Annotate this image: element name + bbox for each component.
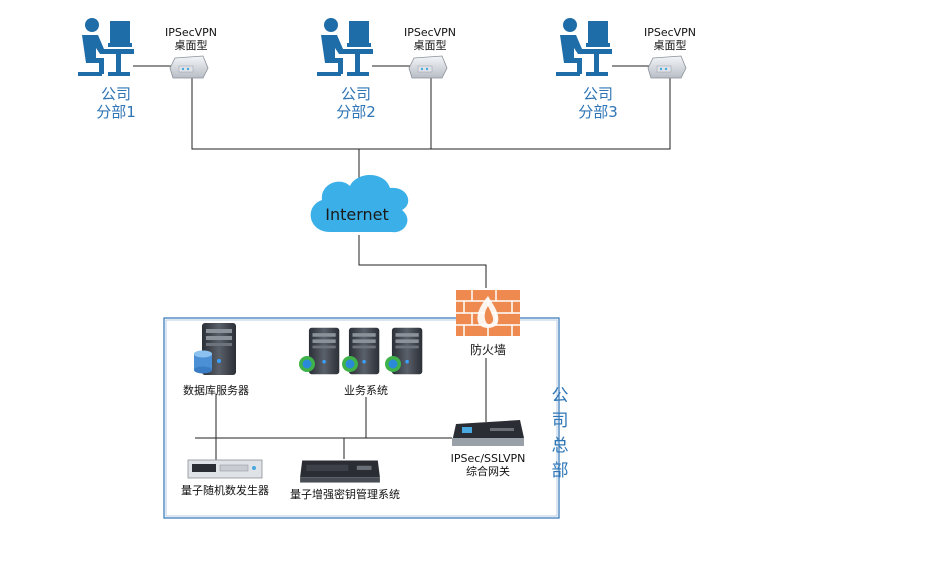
branch1-vpn-label: IPSecVPN 桌面型 bbox=[160, 26, 222, 52]
branch2-vpn-label-line1: IPSecVPN bbox=[403, 26, 457, 39]
vpn-gateway-label-line2: 综合网关 bbox=[466, 465, 510, 478]
branch1-vpn-device-icon bbox=[169, 55, 209, 79]
headquarters-label: 公 司 总 部 bbox=[548, 384, 572, 484]
branch2-vpn-device-icon bbox=[408, 55, 448, 79]
headquarters-frame bbox=[163, 317, 560, 519]
branch1-label: 公司 分部1 bbox=[81, 85, 151, 121]
branch1-label-line2: 分部1 bbox=[96, 103, 136, 121]
headquarters-label-char: 司 bbox=[551, 411, 569, 431]
branch1-vpn-label-line1: IPSecVPN bbox=[164, 26, 218, 39]
branch1-label-line1: 公司 bbox=[100, 85, 131, 103]
branch2-vpn-label-line2: 桌面型 bbox=[413, 39, 447, 52]
branch2-label-line1: 公司 bbox=[340, 85, 371, 103]
branch2-label: 公司 分部2 bbox=[321, 85, 391, 121]
link-internet-to-firewall bbox=[358, 235, 487, 288]
branch1-person-icon bbox=[78, 18, 134, 76]
database-server-icon bbox=[194, 323, 236, 375]
branch2-label-line2: 分部2 bbox=[336, 103, 376, 121]
headquarters-label-char: 总 bbox=[551, 436, 569, 456]
branch3-vpn-label-line1: IPSecVPN bbox=[643, 26, 697, 39]
internet-label: Internet bbox=[325, 205, 389, 224]
branch3-label-line1: 公司 bbox=[582, 85, 613, 103]
branch3-vpn-label: IPSecVPN 桌面型 bbox=[639, 26, 701, 52]
branch3-label: 公司 分部3 bbox=[563, 85, 633, 121]
branch3-person-icon bbox=[556, 18, 612, 76]
internet-cloud-icon bbox=[310, 175, 409, 233]
database-server-label: 数据库服务器 bbox=[183, 384, 249, 397]
branch1-vpn-label-line2: 桌面型 bbox=[174, 39, 208, 52]
firewall-icon bbox=[456, 290, 520, 336]
headquarters-label-char: 公 bbox=[551, 386, 569, 406]
branch3-vpn-label-line2: 桌面型 bbox=[653, 39, 687, 52]
firewall-label: 防火墙 bbox=[469, 343, 506, 357]
vpn-gateway-label-line1: IPSec/SSLVPN bbox=[450, 452, 526, 465]
quantum-rng-label: 量子随机数发生器 bbox=[181, 484, 269, 497]
quantum-rng-icon bbox=[187, 459, 263, 479]
quantum-key-management-label: 量子增强密钥管理系统 bbox=[290, 488, 400, 501]
business-system-label: 业务系统 bbox=[344, 384, 388, 397]
branch2-vpn-label: IPSecVPN 桌面型 bbox=[399, 26, 461, 52]
branch3-vpn-device-icon bbox=[647, 55, 687, 79]
vpn-gateway-icon bbox=[452, 420, 524, 446]
vpn-gateway-label: IPSec/SSLVPN 综合网关 bbox=[436, 452, 540, 478]
connection-lines bbox=[133, 65, 671, 461]
branch2-person-icon bbox=[317, 18, 373, 76]
business-system-servers-icon bbox=[299, 327, 423, 375]
headquarters-label-char: 部 bbox=[551, 461, 569, 481]
quantum-key-management-icon bbox=[300, 460, 380, 483]
headquarters-frame-inner bbox=[165, 319, 558, 517]
branch3-label-line2: 分部3 bbox=[578, 103, 618, 121]
